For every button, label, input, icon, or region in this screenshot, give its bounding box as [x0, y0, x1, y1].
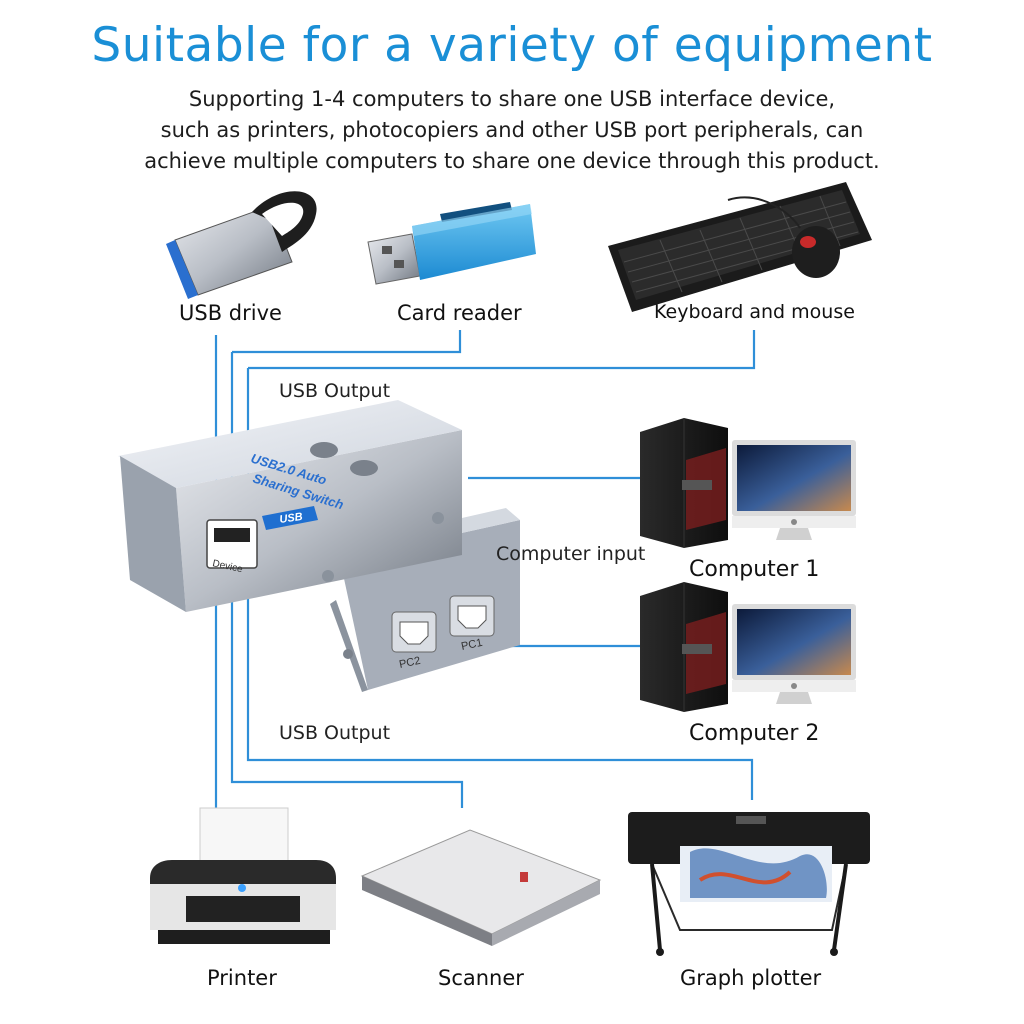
computer-1-icon [640, 418, 856, 548]
switch-button [310, 442, 338, 458]
label-usb-drive: USB drive [179, 301, 282, 325]
page-title: Suitable for a variety of equipment [91, 18, 933, 73]
label-keyboard-mouse: Keyboard and mouse [654, 301, 855, 323]
computer-2-icon [640, 582, 856, 712]
graph-plotter-icon [628, 812, 870, 956]
pc2-port-label: PC2 [398, 655, 421, 671]
scanner-icon [360, 829, 602, 946]
usb-drive-icon [166, 191, 317, 299]
printer-icon [150, 807, 336, 944]
keyboard-mouse-icon [608, 182, 872, 312]
line-keyboard [248, 330, 756, 370]
card-reader-icon [367, 202, 536, 285]
usb-switch-device: USB2.0 Auto Sharing Switch USB Device PC… [118, 400, 520, 692]
subtitle: Supporting 1-4 computers to share one US… [0, 84, 1024, 177]
port-pc2 [391, 611, 437, 653]
switch-button [350, 460, 378, 476]
label-usb-output-top: USB Output [279, 380, 391, 402]
label-printer: Printer [207, 966, 277, 990]
label-computer-input: Computer input [496, 543, 646, 565]
subtitle-line: Supporting 1-4 computers to share one US… [188, 87, 836, 111]
subtitle-line: such as printers, photocopiers and other… [160, 118, 864, 142]
label-computer-2: Computer 2 [689, 721, 820, 746]
port-pc1 [449, 595, 495, 637]
label-usb-output-bottom: USB Output [279, 722, 391, 744]
label-computer-1: Computer 1 [689, 557, 820, 582]
label-scanner: Scanner [438, 966, 524, 990]
line-card-reader [232, 330, 462, 354]
usb-logo: USB [279, 511, 304, 526]
label-card-reader: Card reader [397, 301, 522, 325]
label-graph-plotter: Graph plotter [680, 966, 822, 990]
subtitle-line: achieve multiple computers to share one … [144, 149, 880, 173]
pc1-port-label: PC1 [460, 637, 483, 653]
